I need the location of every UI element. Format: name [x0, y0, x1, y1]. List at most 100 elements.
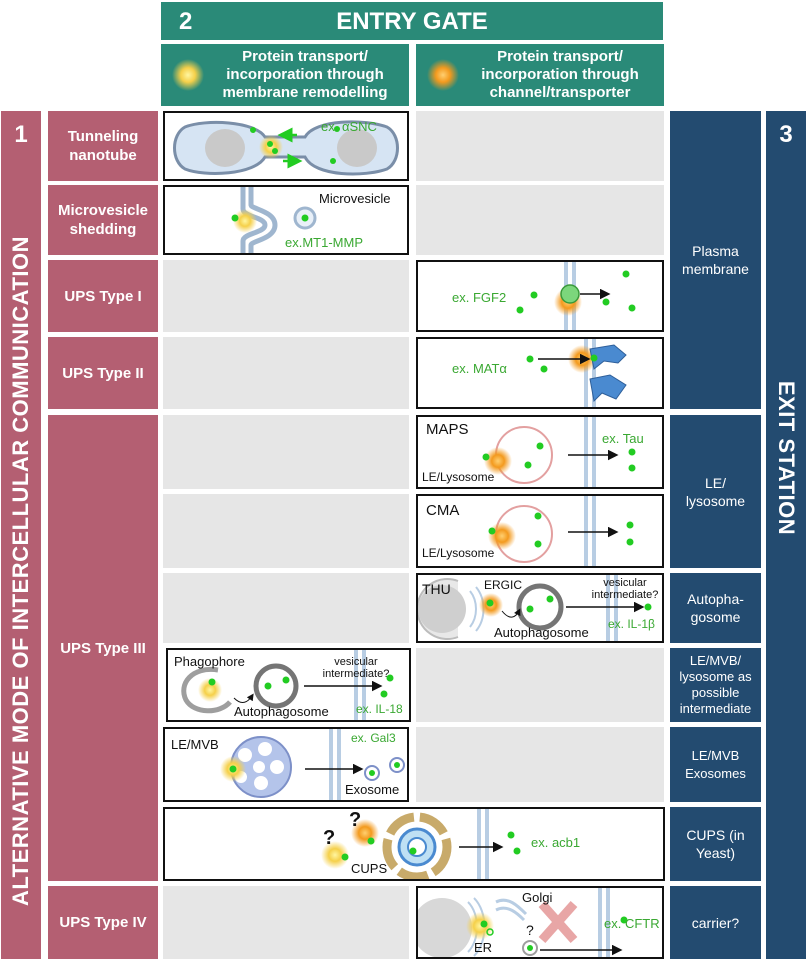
exit-cups: CUPS (in Yeast) [670, 807, 761, 881]
panel-ups-type-1: ex. FGF2 [416, 260, 664, 332]
ups4-question-label: ? [526, 922, 534, 938]
empty-cell-cma-membrane [163, 494, 409, 568]
cma-organelle-label: LE/Lysosome [422, 546, 495, 560]
exit-autophagosome-text: Autopha- gosome [687, 591, 744, 625]
cups-compartment-icon [382, 812, 452, 879]
cups-question-1: ? [323, 827, 336, 849]
header-glow-icons [172, 59, 459, 91]
golgi-icon [495, 898, 528, 922]
row-label-ups2-text: UPS Type II [62, 364, 144, 382]
row-label-ups-type-1: UPS Type I [48, 260, 158, 332]
tnt-example-label: ex. αSNC [321, 119, 377, 134]
left-section-title-wrap: ALTERNATIVE MODE OF INTERCELLULAR COMMUN… [1, 171, 41, 971]
panel-cups: ? ? CUPS ex. acb1 [163, 807, 665, 881]
lemvb-example-label: ex. Gal3 [351, 731, 396, 745]
orange-glow-icon [427, 59, 459, 91]
right-section-bar: 3 EXIT STATION [766, 111, 806, 959]
panel-cma: CMA LE/Lysosome [416, 494, 664, 568]
mv-illustration [231, 187, 317, 253]
empty-cell-lemvb-channel [416, 727, 664, 802]
phagophore-icon [181, 666, 232, 714]
cups-name-label: CUPS [351, 861, 388, 876]
panel-thu: THU ERGIC vesicular intermediate? Autoph… [416, 573, 664, 643]
row-label-ups4-text: UPS Type IV [59, 914, 147, 931]
maps-name-label: MAPS [426, 421, 469, 438]
row-label-tunneling-nanotube-text: Tunneling nanotube [67, 128, 139, 164]
ups1-example-label: ex. FGF2 [452, 290, 507, 305]
mv-example-label: ex.MT1-MMP [285, 235, 363, 250]
row-label-ups1-text: UPS Type I [64, 287, 142, 305]
panel-maps: MAPS LE/Lysosome ex. Tau [416, 415, 664, 489]
exit-lemvb-intermediate-text: LE/MVB/ lysosome as possible intermediat… [679, 653, 752, 716]
ups4-example-label: ex. CFTR [604, 916, 660, 931]
left-section-title: ALTERNATIVE MODE OF INTERCELLULAR COMMUN… [8, 236, 33, 907]
exit-plasma-membrane: Plasma membrane [670, 111, 761, 409]
lemvb-illustration [220, 729, 405, 800]
empty-cell-ups1-membrane [163, 260, 409, 332]
thu-intermediate-label: vesicular intermediate? [591, 577, 659, 601]
panel-ups-type-4: Golgi ? ER ex. CFTR [416, 886, 664, 959]
right-section-title: EXIT STATION [774, 380, 799, 536]
golgi-blocked-icon [538, 901, 578, 943]
exit-autophagosome: Autopha- gosome [670, 573, 761, 643]
thu-example-label: ex. IL-1β [608, 617, 655, 631]
lemvb-exosome-label: Exosome [345, 782, 400, 797]
empty-cell-maps-membrane [163, 415, 409, 489]
ups2-transporter-icon-top [589, 344, 627, 370]
thu-name-label: THU [422, 581, 451, 597]
exit-plasma-membrane-text: Plasma membrane [682, 243, 749, 277]
column-header-membrane-text: Protein transport/ incorporation through… [222, 48, 388, 101]
row-label-ups3-text: UPS Type III [60, 639, 146, 657]
entry-gate-number: 2 [179, 8, 193, 35]
exit-lemvb-exosomes-text: LE/MVB Exosomes [685, 747, 746, 781]
ups4-illustration [418, 888, 628, 957]
empty-cell-phago-channel [416, 648, 664, 722]
thu-autophagosome-icon [516, 583, 564, 631]
maps-organelle-label: LE/Lysosome [422, 470, 495, 484]
panel-microvesicle-shedding: Microvesicle ex.MT1-MMP [163, 185, 409, 255]
empty-cell-ups4-membrane [163, 886, 409, 959]
exit-lemvb-exosomes: LE/MVB Exosomes [670, 727, 761, 802]
ups1-channel-icon [560, 284, 580, 304]
exit-cups-text: CUPS (in Yeast) [686, 827, 745, 861]
ups2-transporter-icon-bottom [589, 374, 627, 403]
panel-tunneling-nanotube: ex. αSNC [163, 111, 409, 181]
entry-gate-title: ENTRY GATE [336, 8, 488, 35]
ups2-example-label: ex. MATα [452, 361, 507, 376]
panel-phagophore: Phagophore vesicular intermediate? Autop… [166, 648, 411, 722]
ups1-illustration [516, 262, 636, 330]
phago-autophagosome-icon [253, 663, 299, 709]
thu-ergic-label: ERGIC [484, 578, 523, 592]
cups-question-2: ? [349, 809, 362, 831]
row-label-tunneling-nanotube: Tunneling nanotube [48, 111, 158, 181]
exit-lemvb-intermediate: LE/MVB/ lysosome as possible intermediat… [670, 648, 761, 722]
empty-cell-tnt-channel [416, 111, 664, 181]
cma-name-label: CMA [426, 502, 460, 519]
cma-illustration [488, 496, 634, 566]
tnt-nucleus-right [337, 129, 377, 167]
row-label-microvesicle-text: Microvesicle shedding [57, 202, 149, 238]
phago-intermediate-label: vesicular intermediate? [322, 656, 390, 680]
exit-le-lysosome: LE/ lysosome [670, 415, 761, 568]
thu-illustration [418, 575, 652, 641]
lemvb-name-label: LE/MVB [171, 737, 219, 752]
left-section-bar: 1 ALTERNATIVE MODE OF INTERCELLULAR COMM… [1, 111, 41, 959]
left-section-number: 1 [14, 121, 28, 148]
row-label-ups-type-3: UPS Type III [48, 415, 158, 881]
exit-carrier: carrier? [670, 886, 761, 959]
panel-ups-type-2: ex. MATα [416, 337, 664, 409]
right-section-number: 3 [779, 121, 793, 148]
ups4-er-label: ER [474, 940, 493, 955]
row-label-microvesicle-shedding: Microvesicle shedding [48, 185, 158, 255]
row-label-ups-type-2: UPS Type II [48, 337, 158, 409]
entry-gate-header: 2 ENTRY GATE [161, 2, 663, 40]
column-header-channel-text: Protein transport/ incorporation through… [481, 48, 639, 101]
empty-cell-mv-channel [416, 185, 664, 255]
tnt-illustration [173, 120, 399, 176]
ups2-illustration [526, 339, 627, 407]
phago-example-label: ex. IL-18 [356, 702, 403, 716]
exit-carrier-text: carrier? [691, 914, 740, 931]
phago-illustration [181, 650, 394, 720]
maps-illustration [482, 417, 636, 487]
ups4-golgi-label: Golgi [522, 890, 553, 905]
